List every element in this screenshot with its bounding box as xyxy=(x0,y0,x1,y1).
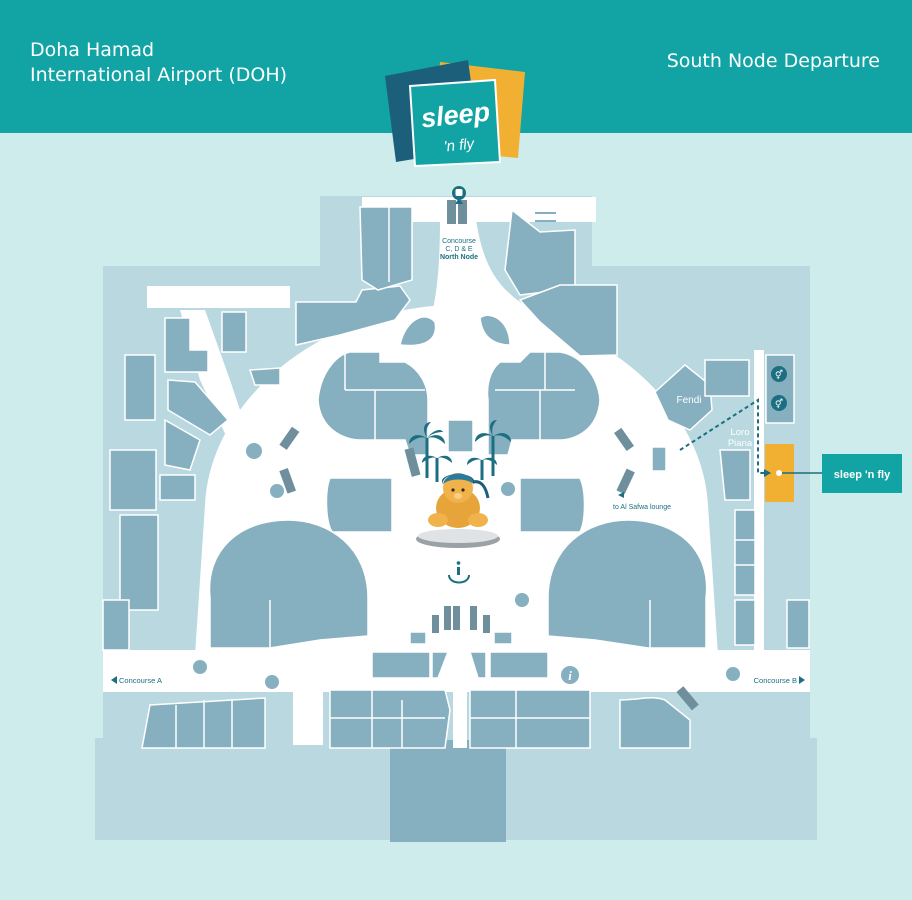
loro-piana-label-1: Loro xyxy=(730,427,749,438)
svg-text:⚥: ⚥ xyxy=(775,369,783,380)
sleepnfly-logo: sleep 'n fly xyxy=(385,60,525,168)
concourse-north-label-3: North Node xyxy=(440,254,478,261)
train-icon xyxy=(452,186,466,204)
kiosks xyxy=(193,443,740,689)
airport-name-line2: International Airport (DOH) xyxy=(30,64,288,86)
svg-text:⚥: ⚥ xyxy=(775,398,783,409)
escalator-icon xyxy=(279,200,699,711)
direction-arrows xyxy=(111,492,805,684)
shop-units xyxy=(102,206,810,749)
sleepnfly-callout-label: sleep 'n fly xyxy=(834,469,891,481)
palm-tree-icon xyxy=(409,420,511,482)
unit-dividers xyxy=(175,207,755,748)
map-labels: Concourse C, D & E North Node Concourse … xyxy=(119,238,797,685)
sleepnfly-callout[interactable]: sleep 'n fly xyxy=(822,454,902,493)
info-icon xyxy=(448,561,470,584)
logo-word-nfly: 'n fly xyxy=(443,135,476,155)
fendi-label: Fendi xyxy=(676,395,701,406)
logo-word-sleep: sleep xyxy=(420,97,492,134)
al-safwa-label: to Al Safwa lounge xyxy=(613,504,671,511)
sleepnfly-location xyxy=(679,398,822,502)
concourse-b-label: Concourse B xyxy=(754,676,797,685)
airport-name: Doha Hamad International Airport (DOH) xyxy=(30,38,287,88)
restroom-icon: ⚥ ⚥ xyxy=(771,366,787,411)
concourse-a-label: Concourse A xyxy=(119,676,162,685)
walkway-markers xyxy=(535,212,556,222)
concourse-north-label-1: Concourse xyxy=(442,238,476,245)
airport-name-line1: Doha Hamad xyxy=(30,39,155,61)
info-icon: i xyxy=(561,666,579,684)
node-title: South Node Departure xyxy=(666,50,880,72)
loro-piana-label-2: Piana xyxy=(728,438,753,449)
teddy-bear-icon xyxy=(416,473,500,548)
svg-text:i: i xyxy=(568,668,572,683)
concourse-north-label-2: C, D & E xyxy=(445,246,473,253)
